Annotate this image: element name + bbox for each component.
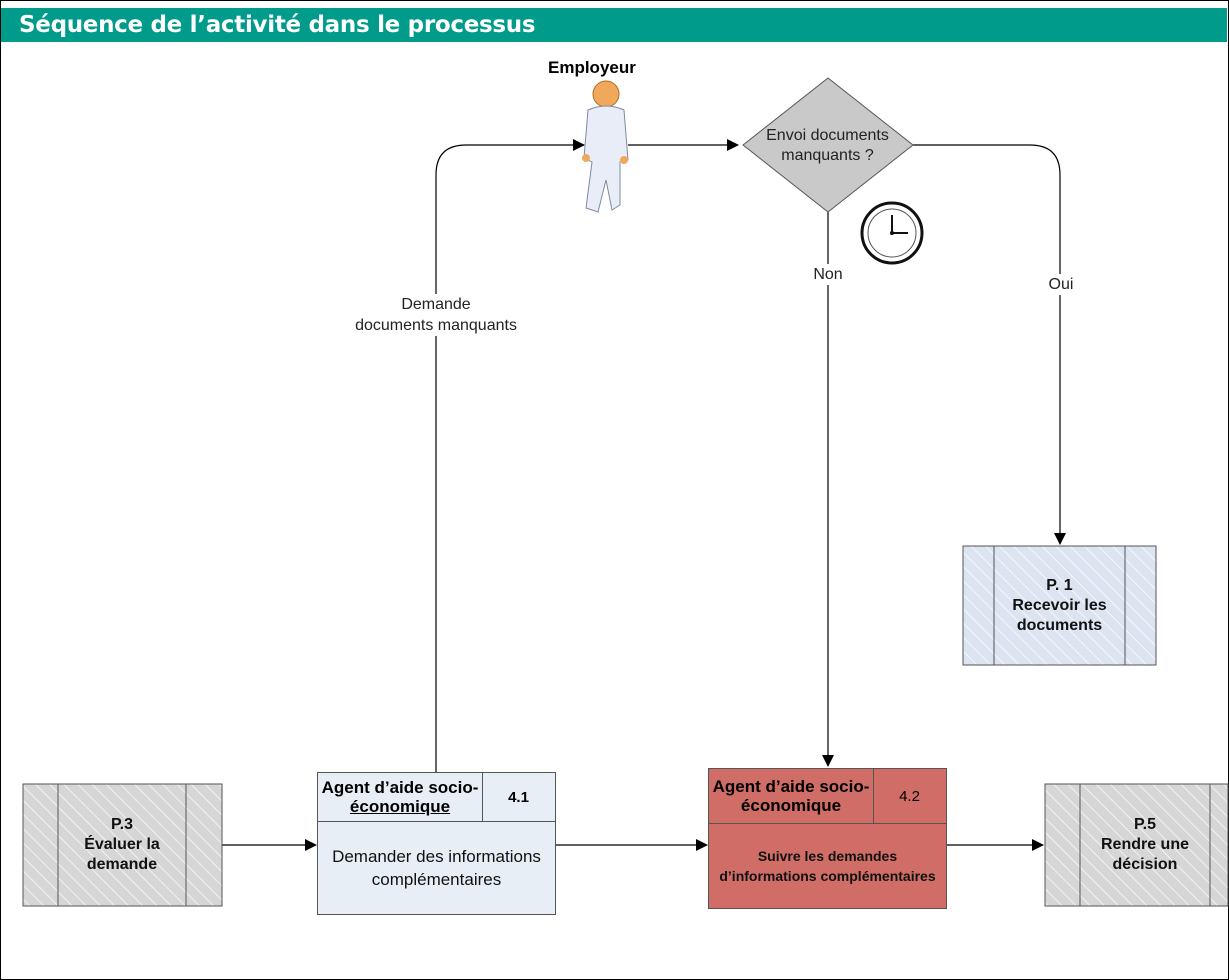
process-p1-name-line2: documents — [1016, 617, 1103, 634]
activity-4-1-body: Demander des informations complémentaire… — [332, 846, 541, 889]
process-p3-shape — [22, 783, 223, 907]
edge-request-documents — [435, 139, 585, 772]
activity-4-2-body: Suivre les demandes d’informations compl… — [719, 847, 936, 884]
activity-4-1: Agent d’aide socio- économique 4.1 Deman… — [317, 772, 556, 915]
process-p5-name-line2: décision — [1112, 856, 1178, 873]
process-p1: P. 1 Recevoir les documents — [994, 556, 1125, 656]
activity-4-1-role: Agent d’aide socio- économique — [318, 773, 483, 821]
section-title: Séquence de l’activité dans le processus — [19, 12, 536, 38]
process-p3-id: P.3 — [111, 816, 133, 833]
clock-icon — [860, 201, 924, 265]
process-p3-name-line1: Évaluer la — [84, 836, 160, 853]
decision-diamond — [742, 77, 914, 213]
process-p1-id: P. 1 — [1046, 577, 1073, 594]
process-p3: P.3 Évaluer la demande — [58, 784, 186, 906]
edge-label-request-line1: Demande — [401, 296, 471, 313]
process-p5-name-line1: Rendre une — [1100, 836, 1189, 853]
process-p5: P.5 Rendre une décision — [1080, 784, 1210, 906]
section-header: Séquence de l’activité dans le processus — [1, 8, 1227, 42]
edge-label-yes: Oui — [1042, 274, 1080, 295]
process-p1-shape — [962, 545, 1157, 666]
decision-line1: Envoi documents — [766, 127, 889, 144]
person-icon — [582, 80, 629, 213]
process-p5-id: P.5 — [1134, 816, 1156, 833]
edge-label-request-line2: documents manquants — [355, 317, 517, 334]
process-p3-name-line2: demande — [86, 856, 158, 873]
decision-line2: manquants ? — [781, 147, 874, 164]
edge-label-request: Demande documents manquants — [346, 294, 526, 336]
activity-4-2-number: 4.2 — [899, 787, 920, 805]
process-p5-shape — [1044, 783, 1229, 907]
activity-4-1-number: 4.1 — [508, 788, 529, 806]
activity-4-2: Agent d’aide socio- économique 4.2 Suivr… — [708, 768, 947, 909]
actor-label: Employeur — [548, 58, 636, 77]
edge-label-no: Non — [808, 264, 848, 285]
edge-yes — [913, 144, 1066, 545]
activity-4-2-role: Agent d’aide socio- économique — [709, 769, 874, 823]
process-p1-name-line1: Recevoir les — [1012, 597, 1107, 614]
decision-label: Envoi documents manquants ? — [750, 126, 905, 166]
